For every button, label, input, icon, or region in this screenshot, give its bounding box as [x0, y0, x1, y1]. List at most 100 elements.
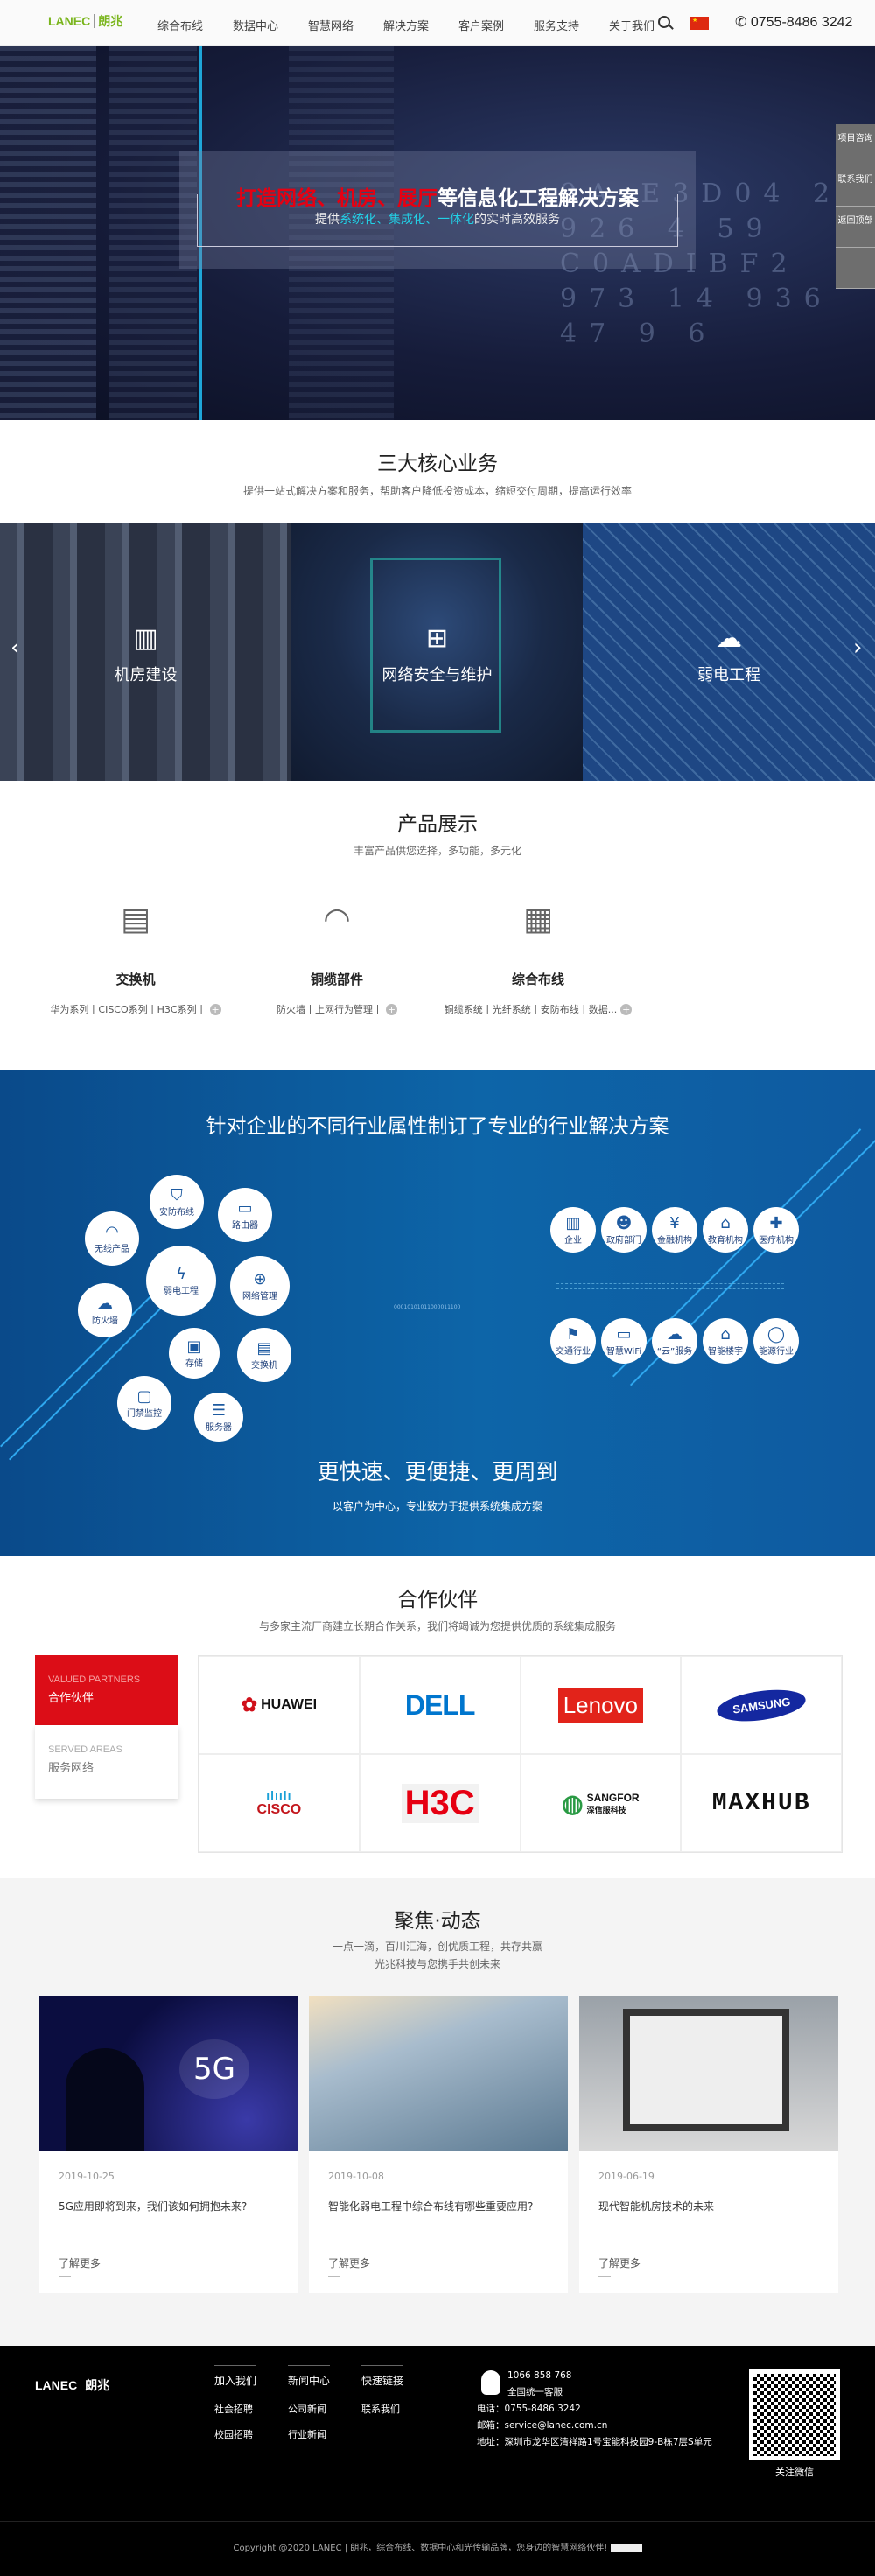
product-item[interactable]: ▦ 综合布线 铜缆系统丨光纤系统丨安防布线丨数据...+ — [424, 902, 652, 1016]
panel-label: 网络安全与维护 — [382, 666, 493, 684]
huawei-logo[interactable]: ✿HUAWEI — [199, 1656, 360, 1754]
sector-energy[interactable]: ◯能源行业 — [753, 1318, 799, 1364]
sector-finance[interactable]: ¥ 金融机构 — [652, 1207, 697, 1253]
news-card[interactable]: 2019-10-08 智能化弱电工程中综合布线有哪些重要应用? 了解更多 — [309, 1996, 568, 2293]
news-card[interactable]: 2019-06-19 现代智能机房技术的未来 了解更多 — [579, 1996, 838, 2293]
news-title: 聚焦·动态 — [394, 1910, 481, 1933]
phone-icon: ✆ — [735, 15, 747, 30]
carousel-prev-arrow[interactable]: ‹ — [10, 635, 20, 661]
h3c-logo[interactable]: H3C — [359, 1754, 521, 1852]
footer-divider — [0, 2521, 875, 2522]
bubble-switch[interactable]: ▤交换机 — [237, 1328, 291, 1382]
dell-logo[interactable]: DELL — [359, 1656, 521, 1754]
plus-icon[interactable]: + — [386, 1004, 397, 1015]
qq-number[interactable]: 1066 858 768 — [508, 2370, 572, 2381]
house-icon: ⌂ — [720, 1324, 731, 1344]
main-nav: 综合布线 数据中心 智慧网络 解决方案 客户案例 服务支持 关于我们 — [158, 17, 684, 33]
nav-item[interactable]: 数据中心 — [233, 20, 279, 33]
china-flag-icon[interactable]: ★ — [690, 17, 709, 30]
footer-link[interactable]: 公司新闻 — [288, 2404, 326, 2415]
back-to-top-button[interactable]: 返回顶部 — [836, 207, 875, 248]
room-render — [623, 2009, 789, 2131]
side-button-blank[interactable] — [836, 248, 875, 289]
sector-label: 金融机构 — [657, 1235, 692, 1246]
bubble-wireless[interactable]: ◠无线产品 — [85, 1211, 139, 1266]
news-title[interactable]: 智能化弱电工程中综合布线有哪些重要应用? — [328, 2200, 534, 2213]
sector-transport[interactable]: ⚑交通行业 — [550, 1318, 596, 1364]
shield-icon: ⛉ — [171, 1185, 183, 1204]
sector-wifi[interactable]: ▭智慧WiFi — [601, 1318, 647, 1364]
footer-link[interactable]: 校园招聘 — [214, 2429, 253, 2440]
news-title[interactable]: 5G应用即将到来，我们该如何拥抱未来? — [59, 2200, 248, 2213]
core-panel-datacenter[interactable]: ▥ 机房建设 — [0, 523, 291, 781]
footer-col-join: 加入我们 社会招聘 校园招聘 — [214, 2365, 257, 2453]
logo-text: HUAWEI — [261, 1697, 318, 1712]
tab-cn: 合作伙伴 — [48, 1692, 94, 1705]
maxhub-logo[interactable]: MAXHUB — [681, 1754, 842, 1852]
sector-government[interactable]: ☻政府部门 — [601, 1207, 647, 1253]
product-item[interactable]: ◠ 铜缆部件 防火墙丨上网行为管理丨+ — [223, 902, 451, 1016]
cloud-shield-icon: ☁ — [716, 623, 742, 654]
sector-label: 企业 — [564, 1235, 582, 1246]
product-desc: 铜缆系统丨光纤系统丨安防布线丨数据... — [444, 1004, 618, 1015]
bubble-network-mgmt[interactable]: ⊕网络管理 — [230, 1256, 290, 1316]
bubble-storage[interactable]: ▣存储 — [169, 1328, 220, 1379]
bubble-router[interactable]: ▭路由器 — [218, 1188, 272, 1242]
bubble-access-control[interactable]: ▢门禁监控 — [117, 1376, 172, 1430]
bubble-server[interactable]: ☰服务器 — [194, 1393, 243, 1442]
mail-value[interactable]: service@lanec.com.cn — [504, 2420, 608, 2431]
plus-icon[interactable]: + — [209, 1004, 221, 1015]
news-card[interactable]: 5G 2019-10-25 5G应用即将到来，我们该如何拥抱未来? 了解更多 — [39, 1996, 298, 2293]
tab-served-areas[interactable]: SERVED AREAS 服务网络 — [35, 1725, 178, 1799]
footer-link[interactable]: 社会招聘 — [214, 2404, 253, 2415]
server-icon: ▥ — [133, 623, 158, 654]
core-panel-security[interactable]: ⊞ 网络安全与维护 — [291, 523, 583, 781]
footer: LANEC 朗兆 加入我们 社会招聘 校园招聘 新闻中心 公司新闻 行业新闻 快… — [0, 2346, 875, 2576]
news-title[interactable]: 现代智能机房技术的未来 — [598, 2200, 715, 2213]
sector-cloud[interactable]: ☁“云”服务 — [652, 1318, 697, 1364]
footer-logo[interactable]: LANEC 朗兆 — [35, 2376, 110, 2394]
carousel-next-arrow[interactable]: › — [853, 635, 863, 661]
dashed-line — [556, 1283, 784, 1284]
product-item[interactable]: ▤ 交换机 华为系列丨CISCO系列丨H3C系列丨+ — [22, 902, 249, 1016]
nav-item[interactable]: 关于我们 — [609, 20, 655, 33]
samsung-logo[interactable]: SAMSUNG — [681, 1656, 842, 1754]
bubble-firewall[interactable]: ☁防火墙 — [78, 1283, 132, 1337]
server-rack-graphic — [289, 46, 394, 420]
read-more-link[interactable]: 了解更多 — [598, 2257, 641, 2270]
read-more-link[interactable]: 了解更多 — [328, 2257, 371, 2270]
sector-enterprise[interactable]: ▥企业 — [550, 1207, 596, 1253]
search-icon[interactable] — [658, 16, 670, 28]
bubble-security-cabling[interactable]: ⛉安防布线 — [150, 1175, 204, 1229]
sector-smart-building[interactable]: ⌂智能楼宇 — [703, 1318, 748, 1364]
nav-item[interactable]: 服务支持 — [534, 20, 580, 33]
product-desc: 华为系列丨CISCO系列丨H3C系列丨 — [50, 1004, 206, 1015]
lenovo-logo[interactable]: Lenovo — [520, 1656, 682, 1754]
sector-education[interactable]: ⌂教育机构 — [703, 1207, 748, 1253]
nav-item[interactable]: 综合布线 — [158, 20, 204, 33]
logo-en: LANEC — [48, 14, 91, 28]
consult-button[interactable]: 项目咨询 — [836, 124, 875, 165]
cnzz-badge-icon[interactable] — [610, 2544, 642, 2552]
tel-label: 电话： — [477, 2404, 505, 2414]
plus-icon[interactable]: + — [620, 1004, 633, 1015]
nav-item[interactable]: 解决方案 — [383, 20, 430, 33]
tab-valued-partners[interactable]: VALUED PARTNERS 合作伙伴 — [35, 1655, 178, 1725]
contact-button[interactable]: 联系我们 — [836, 165, 875, 207]
panel-label: 机房建设 — [114, 666, 178, 684]
light-beam — [200, 46, 202, 420]
hero-sub-highlight: 系统化、集成化、一体化 — [340, 213, 474, 227]
core-panel-weak-current[interactable]: ☁ 弱电工程 — [583, 523, 875, 781]
footer-link[interactable]: 行业新闻 — [288, 2429, 326, 2440]
sector-medical[interactable]: ✚医疗机构 — [753, 1207, 799, 1253]
nav-item[interactable]: 智慧网络 — [308, 20, 354, 33]
yen-icon: ¥ — [669, 1213, 680, 1232]
footer-link[interactable]: 联系我们 — [361, 2404, 400, 2415]
hero-title-highlight: 打造网络、机房、展厅 — [236, 187, 438, 210]
nav-item[interactable]: 客户案例 — [458, 20, 505, 33]
read-more-link[interactable]: 了解更多 — [59, 2257, 102, 2270]
